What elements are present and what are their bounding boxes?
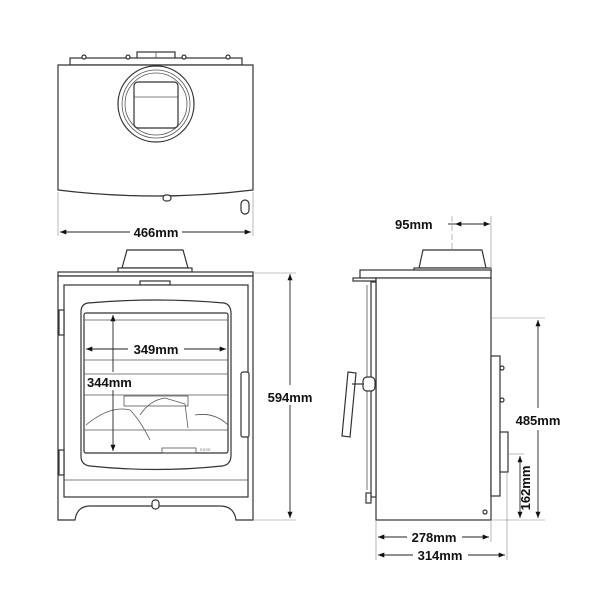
rear-air-inlet (499, 431, 509, 473)
top-view: 466mm (57, 51, 254, 240)
dimension-rear-air-height-label: 162mm (518, 466, 533, 511)
side-door-handle (341, 371, 357, 438)
dimension-body-depth-label: 278mm (412, 530, 457, 545)
door-handle (240, 371, 250, 438)
door-glass (83, 312, 229, 454)
logs-illustration (85, 397, 229, 441)
brand-plate: ESSE (200, 447, 211, 452)
front-view: ESSE 349mm 344mm 594mm (57, 249, 313, 521)
air-control-knob (240, 199, 250, 215)
side-body-outline (375, 277, 492, 521)
dimension-window-width-label: 349mm (134, 342, 179, 357)
dimension-height-label: 594mm (268, 390, 313, 405)
side-handle-boss (362, 376, 376, 392)
dimension-total-depth-label: 314mm (418, 548, 463, 563)
rear-plate (490, 355, 501, 497)
top-plate-edge (69, 57, 243, 66)
dimension-width-label: 466mm (134, 225, 179, 240)
dimension-flue-offset-label: 95mm (395, 217, 433, 232)
top-vent-slider (139, 280, 171, 286)
top-plate-side (359, 269, 492, 279)
flue-collar-side (418, 249, 487, 269)
dimension-rear-flue-height-label: 485mm (516, 413, 561, 428)
flue-collar-front (121, 249, 189, 269)
flue-opening (133, 81, 179, 129)
side-view: 95mm 485mm 162mm 278mm 314mm (341, 216, 561, 563)
dimension-window-height-label: 344mm (87, 375, 132, 390)
